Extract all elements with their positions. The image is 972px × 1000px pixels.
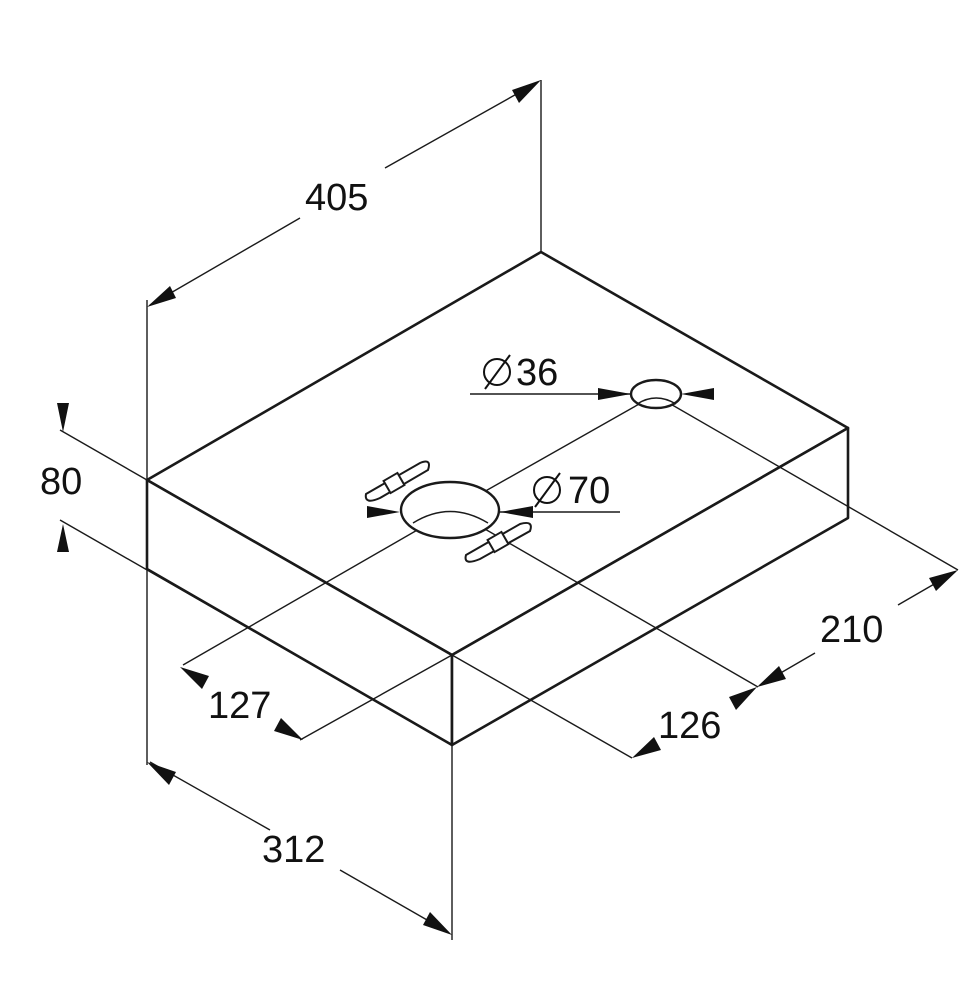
arrow-36-right <box>681 388 714 400</box>
label-405: 405 <box>305 177 368 219</box>
label-312: 312 <box>262 829 325 871</box>
diameter-symbol-36 <box>483 354 511 390</box>
label-210: 210 <box>820 609 883 651</box>
upper-left-slot <box>364 460 430 502</box>
block-body <box>145 250 850 747</box>
ext-line-80-top <box>59 429 148 481</box>
small-hole-inner-arc <box>636 397 677 405</box>
dimension-405: 405 <box>146 80 542 480</box>
dimension-312: 312 <box>146 569 453 940</box>
arrow-70-left <box>367 506 400 518</box>
large-waste-hole <box>399 480 501 540</box>
dimension-126: 126 <box>632 687 757 758</box>
label-diameter-36: 36 <box>516 352 558 394</box>
mounting-slots <box>364 460 532 563</box>
arrow-80-top <box>57 403 69 432</box>
ext-line-126 <box>451 654 633 759</box>
right-face <box>450 426 850 747</box>
arrow-127-left <box>180 667 209 689</box>
arrow-312-right <box>423 912 452 935</box>
label-126: 126 <box>658 705 721 747</box>
ext-line-127 <box>299 654 453 741</box>
label-diameter-70: 70 <box>568 470 610 512</box>
ref-line-big-hole-left <box>182 509 453 666</box>
arrow-405-right <box>512 80 541 103</box>
arrow-70-right <box>500 506 533 518</box>
dimension-210: 210 <box>757 570 958 687</box>
arrow-405-left <box>147 286 176 307</box>
large-hole-inner-arc <box>412 510 489 524</box>
lower-right-slot <box>464 521 532 563</box>
arrow-126-bottom <box>632 737 661 758</box>
dim-line-405-b <box>384 81 539 169</box>
diameter-symbol-70 <box>533 472 561 508</box>
arrow-80-bottom <box>57 524 69 552</box>
arrow-210-bottom <box>757 666 786 687</box>
arrow-36-left <box>598 388 631 400</box>
arrow-126-top <box>729 687 757 710</box>
arrow-127-right <box>274 718 303 740</box>
arrow-312-left <box>147 762 176 785</box>
label-127: 127 <box>208 685 271 727</box>
label-80: 80 <box>40 461 82 503</box>
dimension-80: 80 <box>40 403 453 746</box>
dimension-diameter-70: 70 <box>367 470 620 518</box>
ref-line-small-hole-right <box>654 394 959 571</box>
ext-line-80-bottom <box>59 519 453 746</box>
dim-line-405-a <box>149 217 301 306</box>
dimension-diameter-36: 36 <box>470 352 714 400</box>
dimension-127: 127 <box>180 667 303 740</box>
arrow-210-top <box>929 570 958 591</box>
